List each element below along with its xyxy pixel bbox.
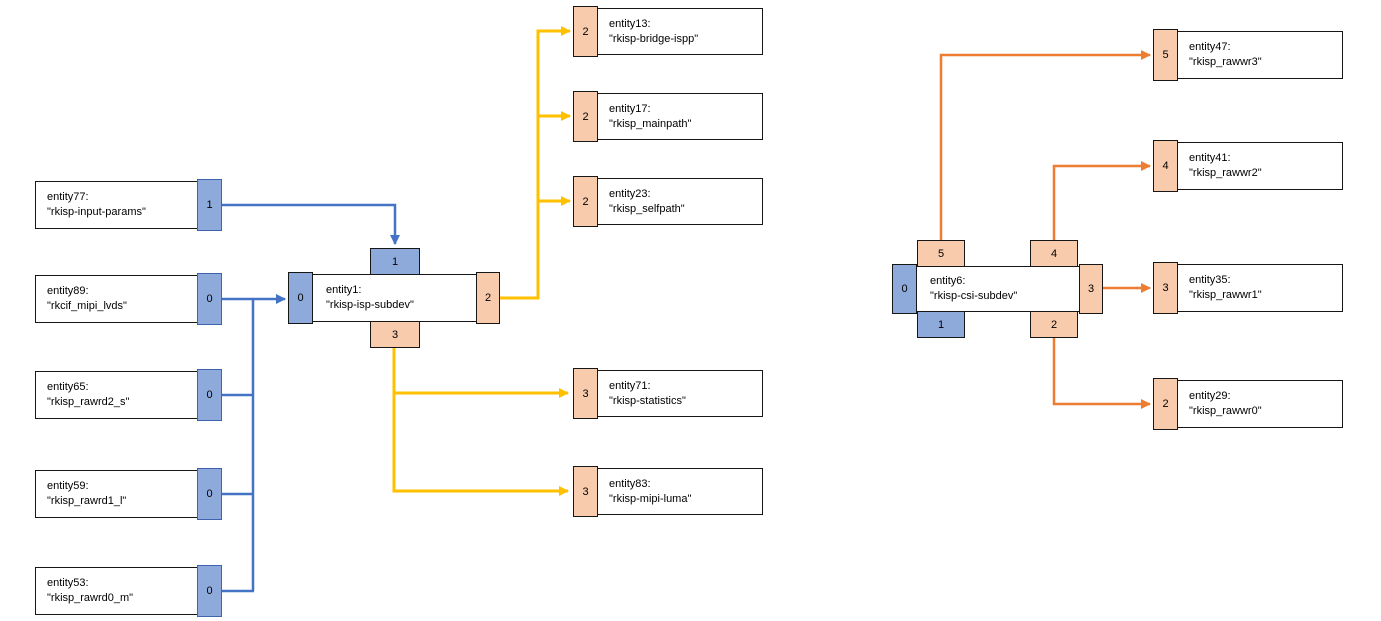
entity-box: entity53: "rkisp_rawrd0_m": [35, 567, 198, 615]
entity-box: entity29: "rkisp_rawwr0": [1177, 380, 1343, 428]
entity-box: entity17: "rkisp_mainpath": [597, 93, 763, 140]
entity-id: entity1:: [326, 284, 362, 296]
entity-name: "rkisp_rawrd2_s": [47, 396, 130, 408]
entity-box: entity47: "rkisp_rawwr3": [1177, 31, 1343, 79]
entity-node-entity53: entity53: "rkisp_rawrd0_m" 0: [35, 565, 222, 617]
entity-id: entity47:: [1189, 41, 1231, 53]
pad-badge-left: 0: [288, 272, 313, 324]
entity-id: entity41:: [1189, 152, 1231, 164]
entity-node-entity65: entity65: "rkisp_rawrd2_s" 0: [35, 369, 222, 421]
entity-node-entity83: entity83: "rkisp-mipi-luma" 3: [573, 466, 763, 517]
entity-box: entity89: "rkcif_mipi_lvds": [35, 275, 198, 323]
entity-box: entity23: "rkisp_selfpath": [597, 178, 763, 225]
pad-badge: 2: [1153, 378, 1178, 430]
entity-name: "rkcif_mipi_lvds": [47, 300, 127, 312]
link-entity1-to-entity83: [392, 348, 569, 496]
entity-box: entity1: "rkisp-isp-subdev": [288, 274, 500, 322]
entity-id: entity23:: [609, 188, 651, 200]
entity-name: "rkisp_rawwr1": [1189, 289, 1262, 301]
entity-id: entity77:: [47, 191, 89, 203]
entity-node-entity1: 1 3 entity1: "rkisp-isp-subdev" 0 2: [288, 248, 500, 348]
entity-id: entity65:: [47, 381, 89, 393]
pad-badge: 3: [1153, 262, 1178, 314]
entity-name: "rkisp_rawrd0_m": [47, 592, 134, 604]
pad-badge: 0: [197, 565, 222, 617]
entity-id: entity17:: [609, 103, 651, 115]
link-entity6-to-entity41: [1052, 161, 1151, 240]
entity-id: entity71:: [609, 380, 651, 392]
entity-box: entity6: "rkisp-csi-subdev": [892, 266, 1103, 312]
entity-name: "rkisp-isp-subdev": [326, 299, 414, 311]
entity-id: entity59:: [47, 480, 89, 492]
entity-box: entity71: "rkisp-statistics": [597, 370, 763, 417]
entity-name: "rkisp-bridge-ispp": [609, 33, 699, 45]
entity-node-entity47: entity47: "rkisp_rawwr3" 5: [1153, 29, 1343, 81]
pad-badge: 4: [1153, 140, 1178, 192]
entity-id: entity53:: [47, 577, 89, 589]
entity-box: entity13: "rkisp-bridge-ispp": [597, 8, 763, 55]
entity-name: "rkisp_rawrd1_l": [47, 495, 127, 507]
entity-name: "rkisp_mainpath": [609, 118, 692, 130]
entity-id: entity83:: [609, 478, 651, 490]
entity-box: entity59: "rkisp_rawrd1_l": [35, 470, 198, 518]
link-entity6-to-entity29: [1052, 338, 1151, 409]
entity-node-entity13: entity13: "rkisp-bridge-ispp" 2: [573, 6, 763, 57]
entity-node-entity59: entity59: "rkisp_rawrd1_l" 0: [35, 468, 222, 520]
pad-badge: 2: [573, 6, 598, 57]
entity-box: entity65: "rkisp_rawrd2_s": [35, 371, 198, 419]
entity-node-entity77: entity77: "rkisp-input-params" 1: [35, 179, 222, 231]
pad-badge-top-left: 5: [917, 240, 965, 267]
entity-name: "rkisp-input-params": [47, 206, 146, 218]
link-entity1-to-entity13: [500, 26, 571, 300]
pad-badge: 0: [197, 273, 222, 325]
entity-node-entity23: entity23: "rkisp_selfpath" 2: [573, 176, 763, 227]
entity-node-entity35: entity35: "rkisp_rawwr1" 3: [1153, 262, 1343, 314]
pad-badge: 0: [197, 369, 222, 421]
pad-badge-right: 3: [1079, 264, 1103, 314]
entity-node-entity6: 5 4 1 2 entity6: "rkisp-csi-subdev" 0 3: [892, 240, 1103, 338]
entity-node-entity41: entity41: "rkisp_rawwr2" 4: [1153, 140, 1343, 192]
pad-badge-bottom-left: 1: [917, 311, 965, 338]
pad-badge-top: 1: [370, 248, 420, 275]
entity-id: entity13:: [609, 18, 651, 30]
entity-name: "rkisp-csi-subdev": [930, 290, 1018, 302]
pad-badge-bottom-right: 2: [1030, 311, 1078, 338]
pad-badge-left: 0: [892, 264, 917, 314]
entity-id: entity35:: [1189, 274, 1231, 286]
link-entity6-to-entity47: [939, 50, 1151, 240]
pad-badge: 3: [573, 466, 598, 517]
entity-name: "rkisp-statistics": [609, 395, 686, 407]
link-entity77-to-entity1: [222, 203, 400, 245]
pad-badge: 2: [573, 91, 598, 142]
pad-badge-right: 2: [476, 272, 500, 324]
entity-box: entity35: "rkisp_rawwr1": [1177, 264, 1343, 312]
entity-id: entity89:: [47, 285, 89, 297]
entity-box: entity41: "rkisp_rawwr2": [1177, 142, 1343, 190]
entity-node-entity29: entity29: "rkisp_rawwr0" 2: [1153, 378, 1343, 430]
pad-badge: 1: [197, 179, 222, 231]
entity-id: entity6:: [930, 275, 966, 287]
entity-box: entity83: "rkisp-mipi-luma": [597, 468, 763, 515]
pad-badge-bottom: 3: [370, 321, 420, 348]
entity-name: "rkisp_rawwr2": [1189, 167, 1262, 179]
entity-name: "rkisp-mipi-luma": [609, 493, 692, 505]
pad-badge-top-right: 4: [1030, 240, 1078, 267]
pad-badge: 5: [1153, 29, 1178, 81]
pad-badge: 0: [197, 468, 222, 520]
entity-name: "rkisp_selfpath": [609, 203, 685, 215]
entity-box: entity77: "rkisp-input-params": [35, 181, 198, 229]
pad-badge: 2: [573, 176, 598, 227]
entity-name: "rkisp_rawwr0": [1189, 405, 1262, 417]
entity-name: "rkisp_rawwr3": [1189, 56, 1262, 68]
entity-node-entity71: entity71: "rkisp-statistics" 3: [573, 368, 763, 419]
entity-node-entity17: entity17: "rkisp_mainpath" 2: [573, 91, 763, 142]
pad-badge: 3: [573, 368, 598, 419]
entity-node-entity89: entity89: "rkcif_mipi_lvds" 0: [35, 273, 222, 325]
entity-id: entity29:: [1189, 390, 1231, 402]
